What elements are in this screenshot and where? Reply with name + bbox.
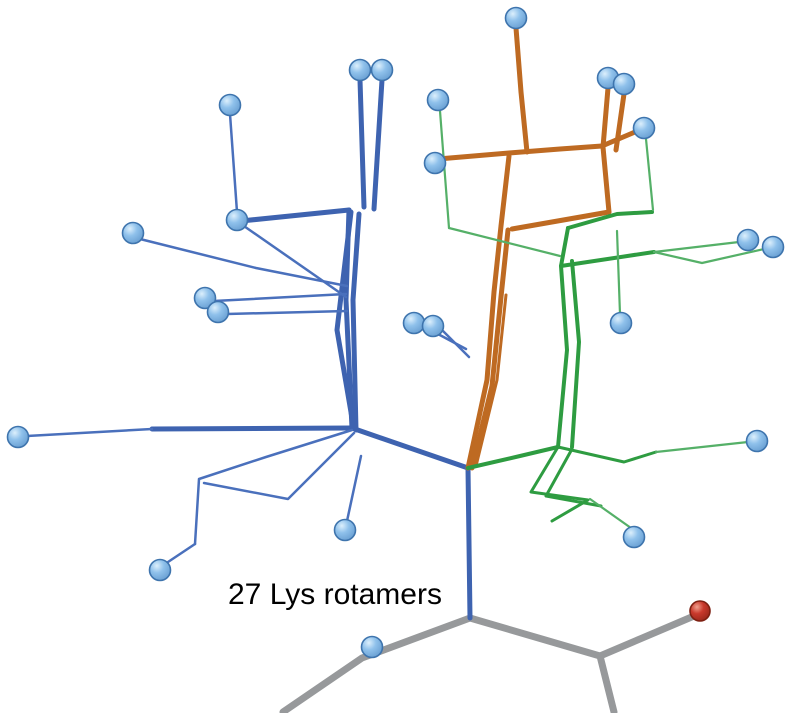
nitrogen-atom	[360, 635, 384, 659]
blue-bond	[371, 77, 385, 212]
nitrogen-atom	[421, 314, 445, 338]
green-bond	[447, 226, 562, 258]
green-bond	[615, 229, 622, 316]
blue-bond	[350, 211, 362, 433]
nitrogen-atom	[423, 151, 447, 175]
blue-bond	[238, 207, 352, 224]
blue-bond	[334, 209, 356, 427]
nitrogen-atom	[504, 6, 528, 30]
green-bond	[438, 109, 451, 230]
nitrogen-atom	[206, 300, 230, 324]
nitrogen-atom	[736, 228, 760, 252]
blue-bond	[465, 465, 473, 621]
blue-bond	[345, 454, 363, 523]
rotamer-count-label: 27 Lys rotamers	[228, 578, 442, 611]
nitrogen-atom	[426, 88, 450, 112]
nitrogen-atom	[609, 311, 633, 335]
orange-bond	[613, 91, 627, 153]
green-bond	[570, 259, 581, 449]
green-bond	[644, 137, 655, 212]
green-bond	[566, 210, 654, 230]
nitrogen-atom	[745, 429, 769, 453]
green-bond	[466, 445, 560, 470]
blue-bond	[228, 112, 239, 214]
nitrogen-atom	[6, 425, 30, 449]
green-bond	[588, 497, 633, 530]
green-bond	[559, 250, 656, 268]
green-bond	[556, 226, 570, 449]
blue-bond	[193, 428, 354, 546]
atoms-layer	[6, 6, 785, 659]
nitrogen-atom	[348, 58, 372, 82]
nitrogen-atom	[225, 208, 249, 232]
orange-bond	[469, 227, 511, 471]
green-bond	[652, 247, 766, 265]
gray-bond	[596, 612, 698, 660]
nitrogen-atom	[761, 235, 785, 259]
blue-bond	[349, 425, 471, 471]
gray-bond	[466, 614, 618, 713]
orange-bond	[600, 144, 612, 215]
green-bond	[544, 447, 603, 508]
nitrogen-atom	[370, 58, 394, 82]
green-bond	[654, 440, 750, 454]
blue-bond	[138, 237, 349, 288]
green-bond	[556, 445, 658, 464]
bonds-layer	[25, 25, 766, 713]
nitrogen-atom	[148, 558, 172, 582]
blue-bond	[212, 292, 348, 303]
oxygen-atom	[689, 600, 711, 622]
nitrogen-atom	[632, 116, 656, 140]
nitrogen-atom	[622, 525, 646, 549]
green-bond	[652, 240, 741, 254]
blue-bond	[357, 77, 367, 210]
gray-bond	[279, 614, 474, 713]
green-bond	[529, 445, 590, 523]
blue-bond	[149, 425, 355, 432]
nitrogen-atom	[612, 72, 636, 96]
orange-bond	[513, 25, 530, 155]
nitrogen-atom	[333, 518, 357, 542]
orange-bond	[435, 143, 605, 162]
blue-bond	[225, 309, 349, 316]
blue-bond	[166, 542, 197, 564]
orange-bond	[600, 85, 611, 150]
nitrogen-atom	[218, 93, 242, 117]
blue-bond	[440, 328, 471, 359]
nitrogen-atom	[402, 311, 426, 335]
blue-bond	[25, 427, 154, 438]
blue-bond	[202, 431, 356, 501]
orange-bond	[509, 209, 612, 232]
blue-bond	[239, 222, 348, 299]
orange-bond	[465, 153, 512, 471]
nitrogen-atom	[193, 286, 217, 310]
orange-bond	[474, 293, 508, 468]
nitrogen-atom	[121, 221, 145, 245]
